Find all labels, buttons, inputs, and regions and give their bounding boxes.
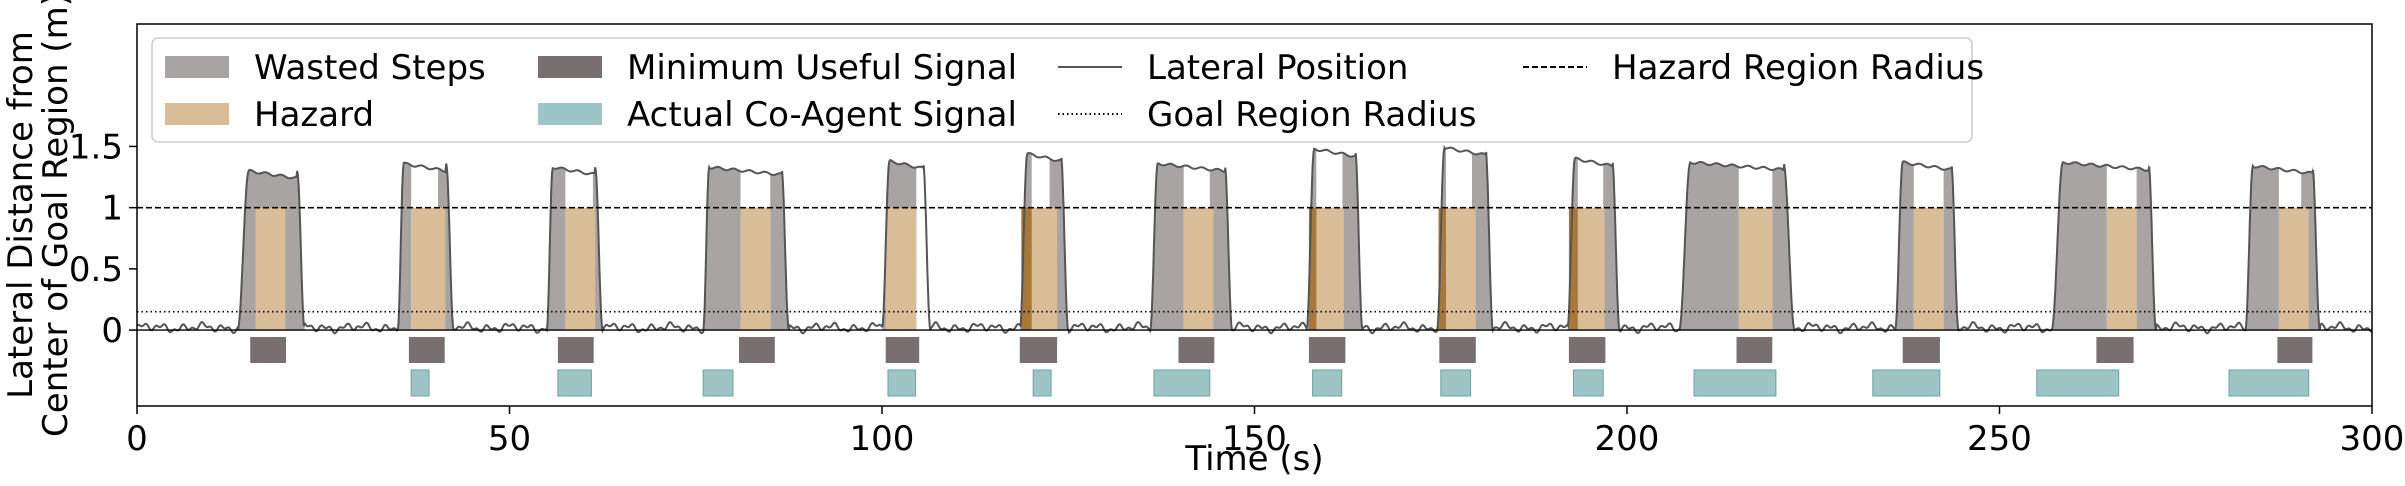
- legend-swatch-hazard: [165, 103, 229, 125]
- signal-bars: [250, 337, 2313, 397]
- co-agent-signal-14-1: [2228, 369, 2310, 397]
- hazard-region-9: [1446, 207, 1476, 331]
- minimum-useful-signal-12: [1902, 337, 1940, 363]
- legend-swatch-actual-co-agent-signal: [538, 103, 602, 125]
- minimum-useful-signal-10: [1568, 337, 1606, 363]
- legend-swatch-wasted-steps: [165, 56, 229, 78]
- wasted-steps-area-13: [2051, 161, 2156, 331]
- hazard-region-7: [1183, 207, 1214, 331]
- co-agent-signal-4-1: [702, 369, 734, 397]
- hazard-region-8: [1314, 207, 1344, 331]
- co-agent-signal-13-1: [2036, 369, 2120, 397]
- hazard-region-12: [1913, 207, 1944, 331]
- x-tick-label-200: 200: [1595, 419, 1660, 459]
- hazard-region-2: [411, 207, 446, 331]
- legend-label-hazard: Hazard: [254, 95, 374, 135]
- hazard-region-14: [2278, 207, 2309, 331]
- minimum-useful-signal-1: [250, 337, 286, 363]
- co-agent-signal-5-1: [887, 369, 917, 397]
- x-tick-label-0: 0: [126, 419, 148, 459]
- x-tick-label-100: 100: [850, 419, 915, 459]
- y-axis-label-line-1: Lateral Distance from: [1, 31, 41, 399]
- minimum-useful-signal-8: [1308, 337, 1346, 363]
- y-tick-label-1: 0.5: [69, 250, 123, 290]
- y-tick-label-0: 0: [101, 311, 123, 351]
- y-axis-label-line-2: Center of Goal Region (m): [36, 0, 76, 437]
- minimum-useful-signal-7: [1178, 337, 1215, 363]
- useful-steps-gap-5: [916, 165, 929, 331]
- y-tick-label-3: 1.5: [69, 127, 123, 167]
- y-axis-label: Lateral Distance from Center of Goal Reg…: [1, 0, 76, 437]
- y-tick-label-2: 1: [101, 189, 123, 229]
- hazard-region-1: [255, 207, 286, 331]
- co-agent-signal-3-1: [557, 369, 592, 397]
- minimum-useful-signal-3: [557, 337, 594, 363]
- minimum-useful-signal-6: [1019, 337, 1058, 363]
- lateral-position-series: [136, 145, 2373, 335]
- minimum-useful-signal-5: [885, 337, 920, 363]
- hazard-overlap-region-10: [1568, 207, 1578, 331]
- x-axis-label: Time (s): [1184, 439, 1323, 479]
- hazard-region-4: [740, 207, 771, 331]
- x-tick-label-300: 300: [2340, 419, 2405, 459]
- co-agent-signal-6-1: [1032, 369, 1052, 397]
- hazard-overlap-region-6: [1021, 207, 1032, 331]
- wasted-steps-area-11: [1679, 162, 1795, 331]
- minimum-useful-signal-4: [739, 337, 775, 363]
- co-agent-signal-7-1: [1153, 369, 1211, 397]
- hazard-overlap-region-8: [1308, 207, 1317, 331]
- axes: 0 50 100 150 200 250 300 0 0.5 1 1.5: [69, 127, 2405, 459]
- co-agent-signal-8-1: [1312, 369, 1343, 397]
- co-agent-signal-10-1: [1572, 369, 1604, 397]
- hazard-region-3: [565, 207, 596, 331]
- co-agent-signal-9-1: [1440, 369, 1472, 397]
- minimum-useful-signal-14: [2277, 337, 2313, 363]
- legend-swatch-minimum-useful-signal: [538, 56, 602, 78]
- co-agent-signal-11-1: [1693, 369, 1777, 397]
- hazard-region-11: [1738, 207, 1773, 331]
- reference-lines: [137, 206, 2372, 331]
- legend: Wasted Steps Hazard Minimum Useful Signa…: [151, 37, 1984, 143]
- hazard-region-13: [2106, 207, 2137, 331]
- minimum-useful-signal-13: [2096, 337, 2134, 363]
- hazard-overlap-region-9: [1438, 207, 1446, 331]
- minimum-useful-signal-2: [408, 337, 445, 363]
- legend-label-wasted-steps: Wasted Steps: [254, 48, 486, 88]
- legend-label-goal-region-radius: Goal Region Radius: [1147, 95, 1476, 135]
- x-tick-label-250: 250: [1967, 419, 2032, 459]
- legend-box: [151, 37, 1973, 143]
- legend-label-actual-co-agent-signal: Actual Co-Agent Signal: [627, 95, 1017, 135]
- co-agent-signal-2-1: [410, 369, 430, 397]
- hazard-region-6: [1027, 207, 1058, 331]
- legend-label-minimum-useful-signal: Minimum Useful Signal: [627, 48, 1017, 88]
- hazard-region-5: [885, 207, 917, 331]
- x-tick-label-150: 150: [1222, 419, 1287, 459]
- shaded-regions: [237, 147, 2320, 331]
- x-tick-label-50: 50: [488, 419, 531, 459]
- legend-label-lateral-position: Lateral Position: [1147, 48, 1408, 88]
- minimum-useful-signal-9: [1439, 337, 1476, 363]
- lateral-position-line: [136, 145, 2373, 335]
- legend-label-hazard-region-radius: Hazard Region Radius: [1612, 48, 1984, 88]
- minimum-useful-signal-11: [1736, 337, 1773, 363]
- hazard-region-10: [1574, 207, 1605, 331]
- co-agent-signal-12-1: [1872, 369, 1941, 397]
